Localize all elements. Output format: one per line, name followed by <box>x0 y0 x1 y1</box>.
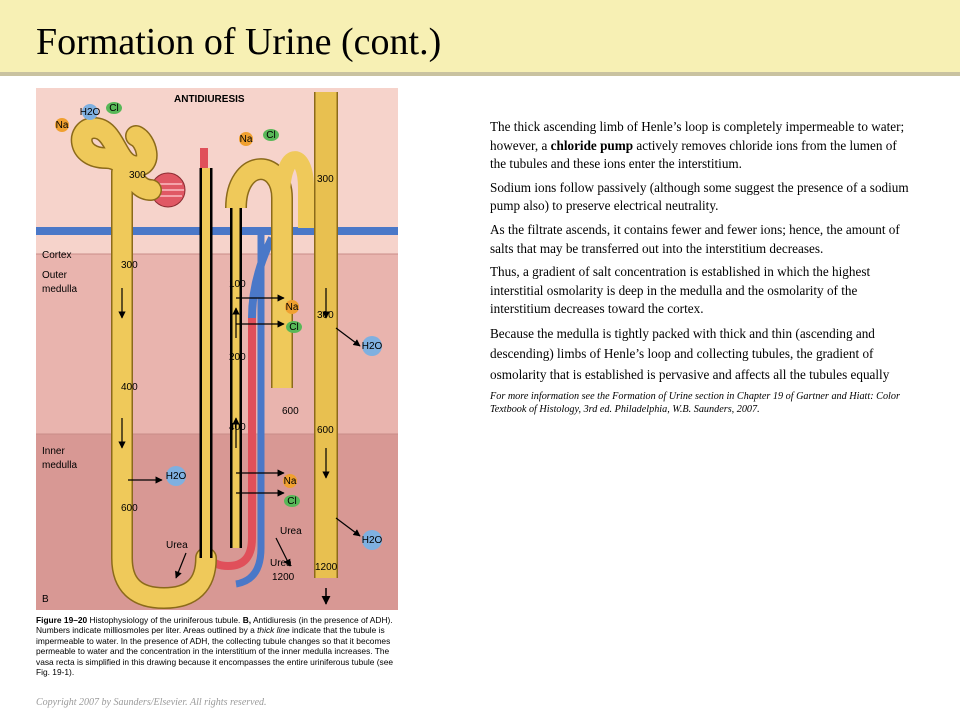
figure-caption: Figure 19–20 Histophysiology of the urin… <box>36 615 408 677</box>
value-label: 1200 <box>272 572 295 583</box>
value-label: 300 <box>317 174 334 185</box>
na-ion: Na <box>285 300 299 314</box>
paragraph-text: actively removes chloride ions from the … <box>490 137 897 172</box>
water-molecule: H2O <box>362 336 383 356</box>
value-label: 600 <box>317 425 334 436</box>
zone-label-outer-medulla: medulla <box>42 284 77 295</box>
value-label: 100 <box>229 279 246 290</box>
panel-letter: B <box>42 594 49 605</box>
caption-lead: Figure 19–20 <box>36 615 88 625</box>
cl-ion: Cl <box>263 129 279 141</box>
title-bar <box>0 0 960 72</box>
zone-label-outer: Outer <box>42 270 68 281</box>
cl-ion: Cl <box>106 102 122 114</box>
zone-label-inner: Inner <box>42 446 65 457</box>
urea-label: Urea <box>280 526 302 537</box>
svg-text:Cl: Cl <box>266 130 275 141</box>
reference-note: For more information see the Formation o… <box>490 391 900 415</box>
svg-text:H2O: H2O <box>166 471 187 482</box>
svg-text:Na: Na <box>240 134 253 145</box>
svg-text:Na: Na <box>56 120 69 131</box>
value-label: 300 <box>121 260 138 271</box>
svg-text:Cl: Cl <box>109 103 118 114</box>
na-ion: Na <box>283 474 297 488</box>
value-label: 600 <box>282 406 299 417</box>
svg-text:H2O: H2O <box>362 341 383 352</box>
paragraph: Thus, a gradient of salt concentration i… <box>490 264 871 317</box>
value-label: 300 <box>317 310 334 321</box>
antidiuresis-diagram: Na H2O Cl Na Cl Na Cl Na Cl H2O H2O H2O … <box>36 88 398 610</box>
value-label: 400 <box>229 422 246 433</box>
caption-text: indicate that the tubule is impermeable … <box>36 625 394 678</box>
caption-text: Histophysiology of the uriniferous tubul… <box>87 615 243 625</box>
paragraph: The thick ascending limb of Henle’s loop… <box>490 118 910 174</box>
paragraph: Because the medulla is tightly packed wi… <box>490 325 890 382</box>
kidney-figure: Na H2O Cl Na Cl Na Cl Na Cl H2O H2O H2O … <box>36 88 398 610</box>
cortical-blood-vessel <box>36 227 398 235</box>
paragraph-emphasis: chloride pump <box>550 137 634 153</box>
distal-tubule <box>274 151 314 228</box>
caption-text: Antidiuresis (in the presence of ADH). N… <box>36 615 393 636</box>
na-ion: Na <box>55 118 69 132</box>
value-label: 1200 <box>315 562 338 573</box>
paragraph: As the filtrate ascends, it contains few… <box>490 221 900 256</box>
urea-label: Urea <box>166 540 188 551</box>
nephron-tubule <box>72 118 216 608</box>
na-ion: Na <box>239 132 253 146</box>
inner-medulla-zone <box>36 434 398 610</box>
svg-text:Cl: Cl <box>289 322 298 333</box>
water-molecule: H2O <box>166 466 187 486</box>
water-molecule: H2O <box>362 530 383 550</box>
paragraph: Sodium ions follow passively (although s… <box>490 179 909 214</box>
copyright-notice: Copyright 2007 by Saunders/Elsevier. All… <box>36 697 267 708</box>
vasa-recta-venous <box>235 234 265 588</box>
zone-label-inner-medulla: medulla <box>42 460 77 471</box>
value-label: 300 <box>129 170 146 181</box>
svg-text:H2O: H2O <box>362 535 383 546</box>
urea-label: Urea <box>270 558 292 569</box>
water-molecule: H2O <box>80 104 101 120</box>
svg-text:Na: Na <box>284 476 297 487</box>
caption-panel: B, <box>242 615 252 625</box>
outer-medulla-zone <box>36 254 398 434</box>
cl-ion: Cl <box>284 495 300 507</box>
svg-text:Na: Na <box>286 302 299 313</box>
cl-ion: Cl <box>286 321 302 333</box>
paragraph-text: The thick ascending limb of Henle’s loop… <box>490 119 905 153</box>
body-text: The thick ascending limb of Henle’s loop… <box>490 118 910 421</box>
value-label: 600 <box>121 503 138 514</box>
zone-label-cortex: Cortex <box>42 250 71 261</box>
svg-text:Cl: Cl <box>287 496 296 507</box>
title-rule <box>0 72 960 76</box>
value-label: 400 <box>121 382 138 393</box>
vasa-recta-ascending <box>248 236 276 319</box>
flow-arrows <box>118 288 361 579</box>
slide-title: Formation of Urine (cont.) <box>36 21 442 63</box>
figure-heading: ANTIDIURESIS <box>174 94 245 105</box>
svg-text:H2O: H2O <box>80 107 101 118</box>
caption-emphasis: thick line <box>257 625 290 636</box>
value-label: 200 <box>229 352 246 363</box>
